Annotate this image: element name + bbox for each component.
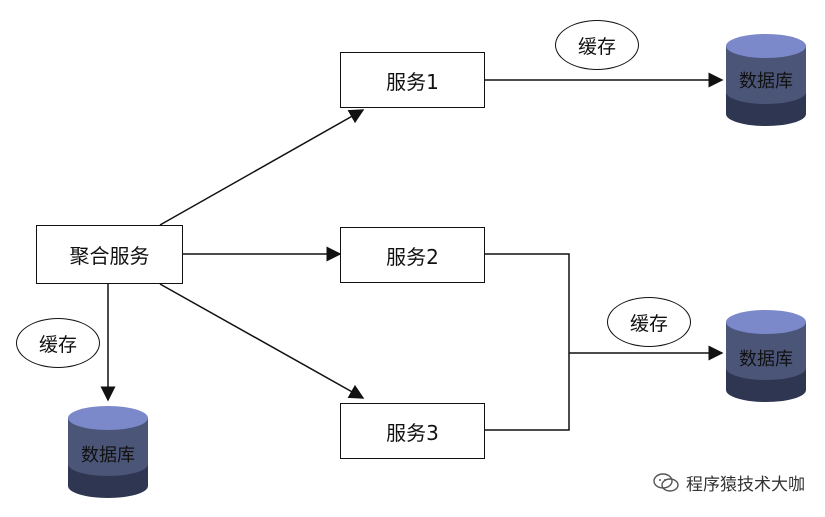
cache-top-label: 缓存 [577,35,616,58]
aggregate-service-box: 聚合服务 [36,225,183,284]
edge-aggregate-service3 [159,283,365,399]
cache-left: 缓存 [16,318,100,368]
edge-service2-merge [485,253,570,353]
watermark-text: 程序猿技术大咖 [686,475,805,495]
cache-mid-label: 缓存 [629,312,668,335]
service2-box: 服务2 [340,227,485,283]
database-left: 数据库 [68,406,148,498]
edge-aggregate-service1 [159,109,365,226]
aggregate-label: 聚合服务 [69,244,150,268]
watermark: 程序猿技术大咖 [652,470,805,495]
service1-label: 服务1 [386,69,439,94]
db-mid-label: 数据库 [739,349,793,370]
database-top: 数据库 [726,34,806,126]
database-mid: 数据库 [726,310,806,402]
cache-mid: 缓存 [607,297,691,347]
edge-service3-merge [485,353,570,431]
service3-box: 服务3 [340,403,485,459]
service1-box: 服务1 [340,52,485,108]
cache-top: 缓存 [555,20,639,70]
service3-label: 服务3 [386,420,439,445]
db-left-label: 数据库 [81,445,135,466]
cache-left-label: 缓存 [38,333,77,356]
db-top-label: 数据库 [739,71,793,92]
wechat-icon [653,472,679,492]
service2-label: 服务2 [386,244,439,269]
